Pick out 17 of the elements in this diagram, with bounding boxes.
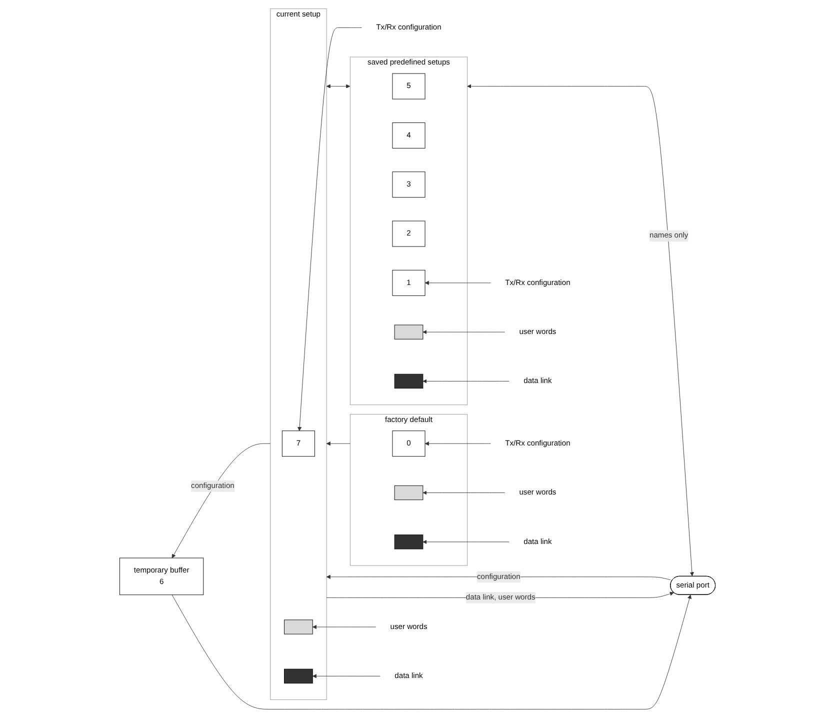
node-box [284, 620, 313, 634]
cluster [350, 414, 468, 566]
node-box [392, 220, 426, 247]
node-box [394, 534, 424, 550]
node-box [394, 324, 424, 340]
cluster [270, 8, 327, 700]
node-box [394, 374, 424, 389]
node-box [392, 122, 426, 148]
node-box [392, 430, 426, 457]
node-box [392, 270, 426, 296]
node-box [392, 73, 426, 100]
node-box [282, 430, 315, 457]
cluster [350, 56, 468, 406]
node-box [392, 172, 426, 198]
node-box [284, 668, 313, 684]
node-box [394, 485, 424, 500]
node-box [119, 558, 204, 596]
